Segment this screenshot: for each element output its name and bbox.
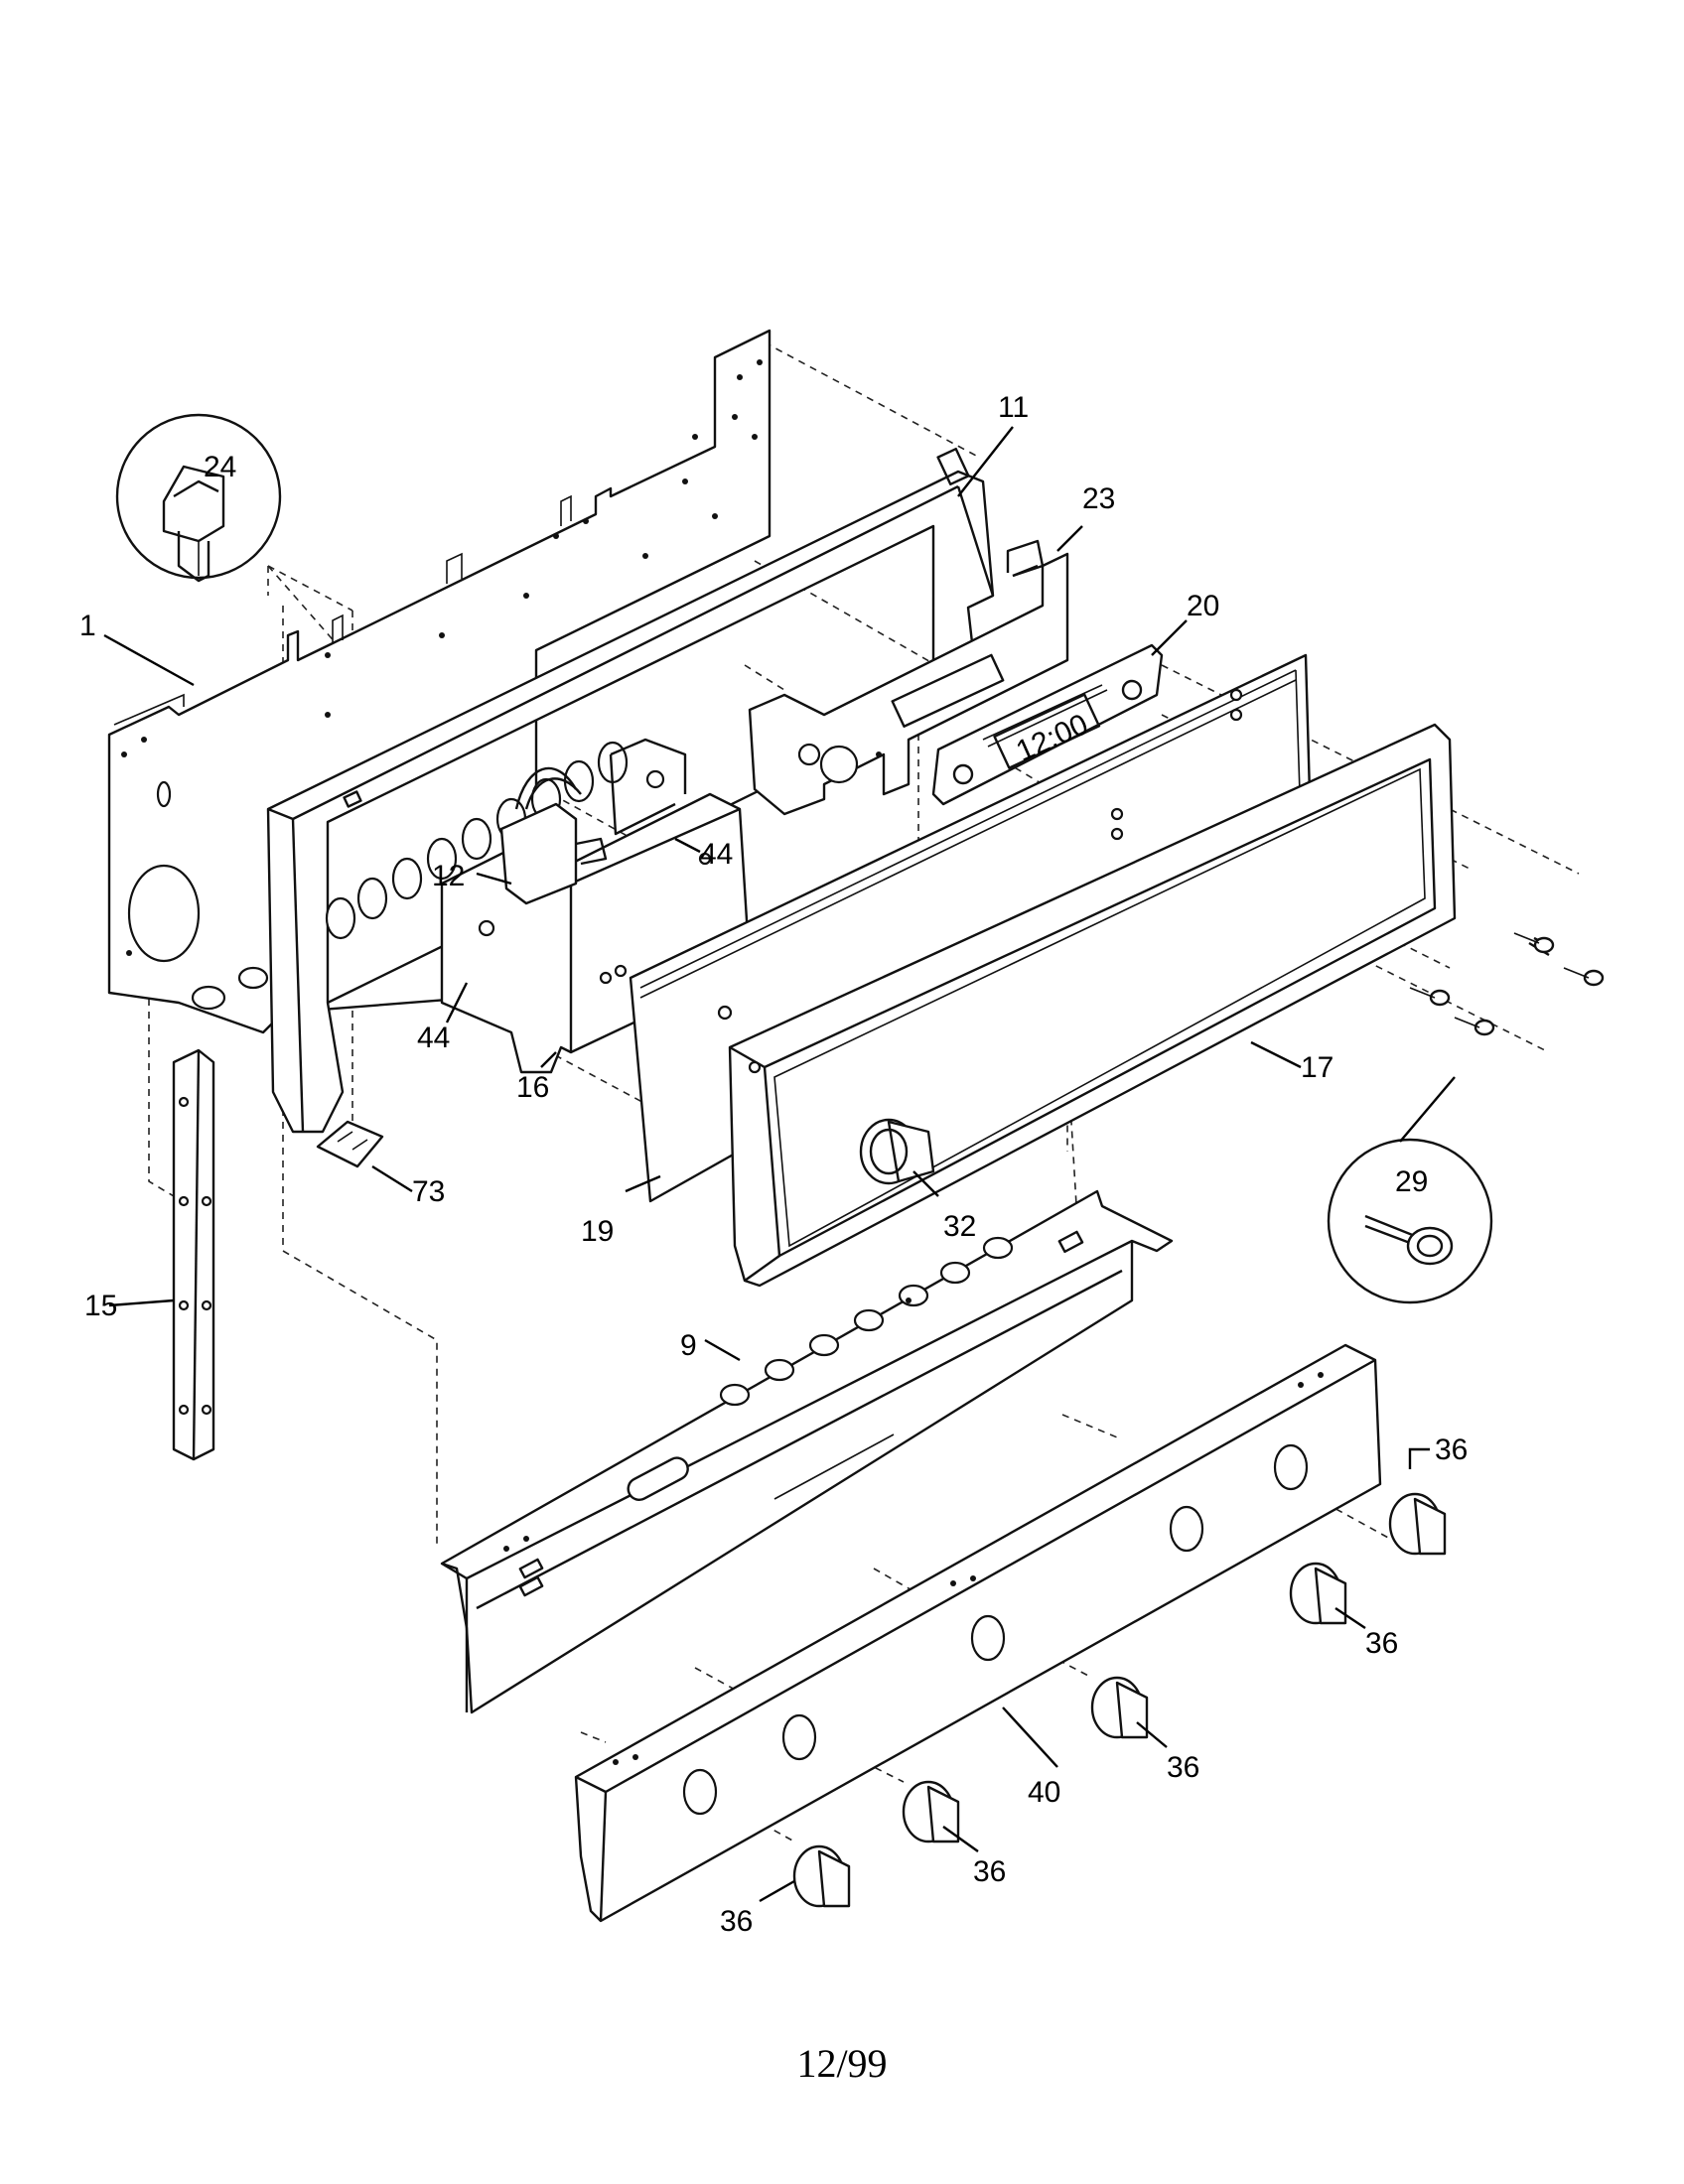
label-part-19: 19 [581,1215,614,1248]
label-part-44-top: 44 [700,838,733,871]
label-part-32: 32 [943,1210,976,1243]
label-part-20: 20 [1187,590,1219,622]
label-part-23: 23 [1082,482,1115,515]
part-15-vertical-bracket [172,1048,215,1461]
leader-lines [103,426,1456,1903]
knob-36-c [1090,1676,1149,1739]
knob-36-a [792,1844,851,1908]
part-32-knob [859,1118,935,1185]
part-9-manifold-panel [440,1189,1174,1714]
label-part-29: 29 [1395,1165,1428,1198]
part-73-small-bracket [316,1120,384,1168]
label-part-12: 12 [432,860,465,892]
knob-36-d [1289,1562,1347,1625]
part-labels: 1 11 23 20 24 12 44 44 16 17 73 29 19 32… [79,391,1468,1938]
label-part-17: 17 [1301,1051,1333,1084]
label-part-36-c: 36 [1167,1751,1199,1784]
label-part-36-b: 36 [973,1855,1006,1888]
part-20-clock-timer: 12:00 [931,643,1164,806]
label-part-24: 24 [204,451,236,483]
label-part-11: 11 [998,391,1029,424]
page-footer-date: 12/99 [796,2041,888,2086]
label-part-16: 16 [516,1071,549,1104]
part-12-selector-switch [499,766,608,905]
part-40-front-control-panel [574,1343,1382,1923]
part-36-burner-knobs [792,1492,1447,1908]
label-part-15: 15 [84,1290,117,1322]
label-part-36-e: 36 [1435,1433,1468,1466]
label-part-36-a: 36 [720,1905,753,1938]
label-part-36-d: 36 [1365,1627,1398,1660]
part-29-screw-inset [1327,1138,1493,1304]
knob-36-e [1388,1492,1447,1556]
screws [1409,932,1605,1036]
label-part-1: 1 [79,610,96,642]
part-24-rocker-switch-inset [115,413,282,596]
label-part-44-bottom: 44 [417,1022,450,1054]
label-part-40: 40 [1028,1776,1060,1809]
label-part-73: 73 [412,1175,445,1208]
knob-36-b [902,1780,960,1843]
part-23-bracket [748,539,1069,816]
label-part-9: 9 [680,1329,697,1362]
